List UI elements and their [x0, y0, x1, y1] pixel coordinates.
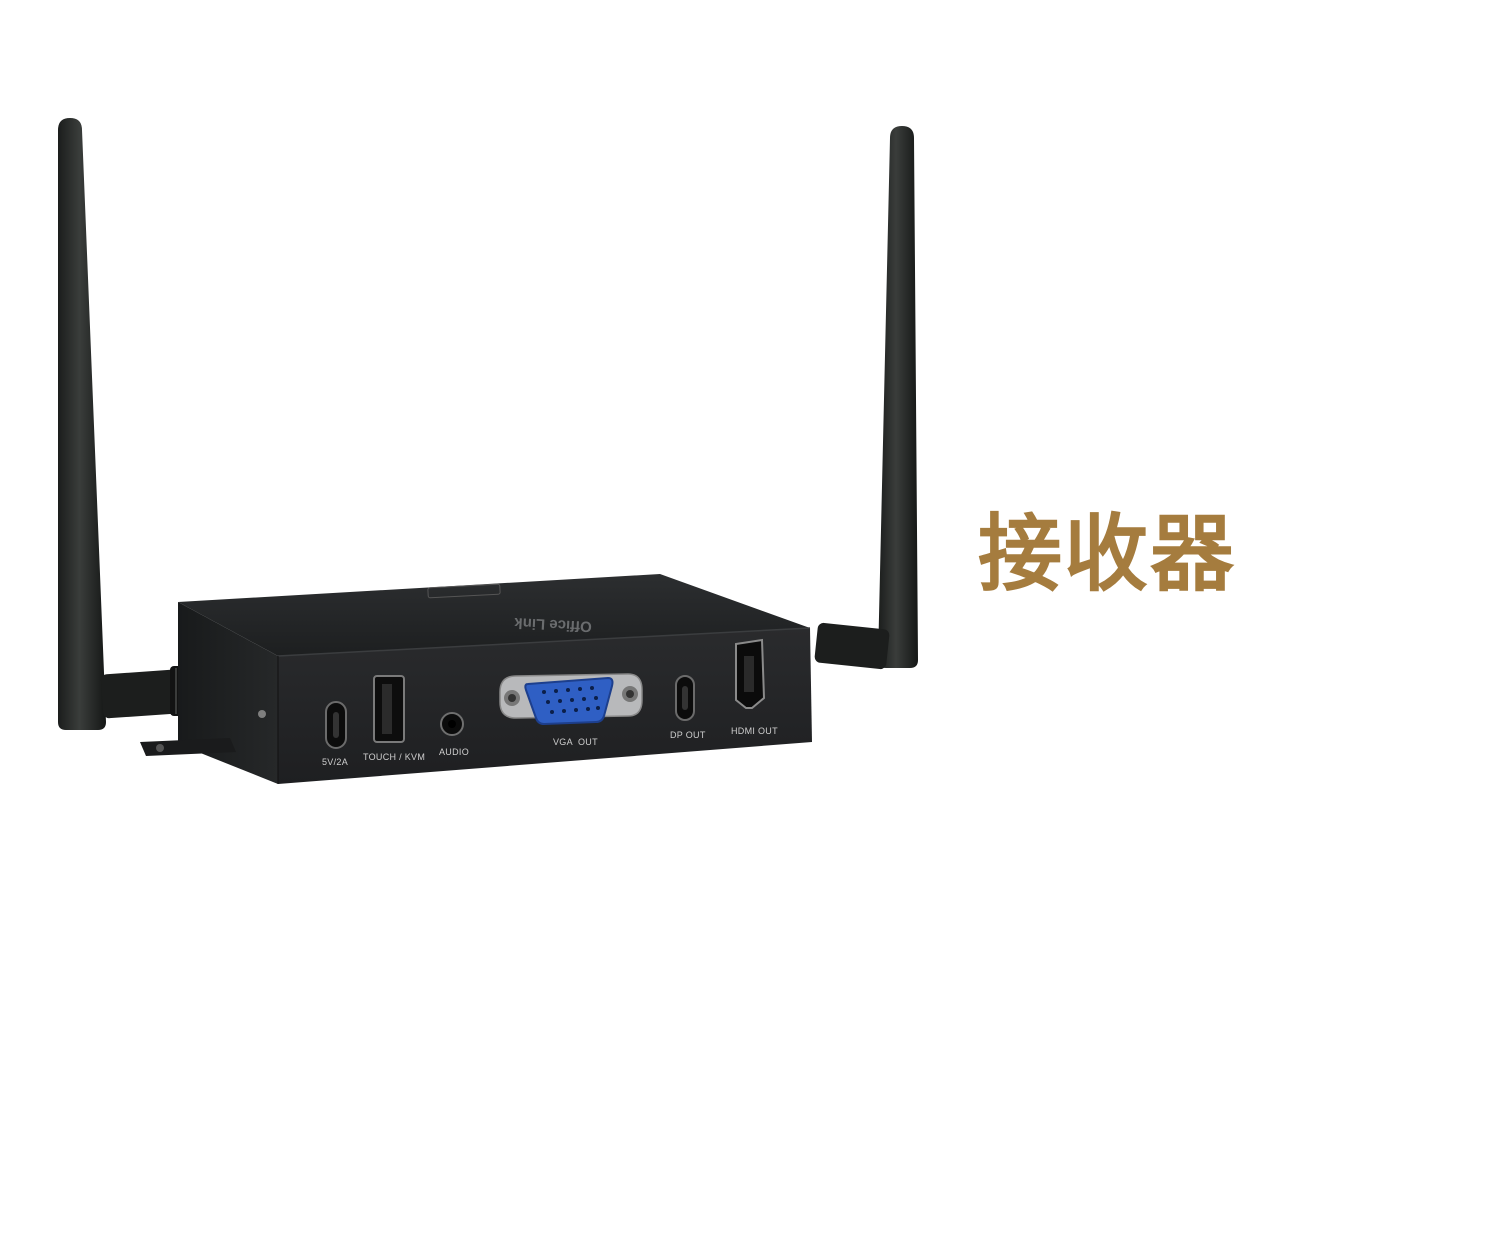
port-label-hdmi: HDMI OUT [731, 726, 778, 736]
port-label-audio: AUDIO [439, 747, 469, 757]
dp-port [675, 675, 695, 721]
right-antenna [814, 126, 918, 670]
usb-a-port [373, 675, 405, 743]
port-label-vga: VGA OUT [553, 737, 598, 747]
receiver-device: Office Link [140, 574, 812, 784]
hdmi-port [735, 638, 766, 709]
usb-c-power-port [325, 701, 347, 749]
brand-label: Office Link [513, 614, 592, 635]
port-label-usb: TOUCH / KVM [363, 752, 425, 762]
page-title: 接收器 [978, 505, 1237, 603]
port-label-dp: DP OUT [670, 730, 706, 740]
vga-port [499, 673, 643, 726]
audio-jack [440, 712, 464, 736]
port-label-power: 5V/2A [322, 757, 348, 767]
